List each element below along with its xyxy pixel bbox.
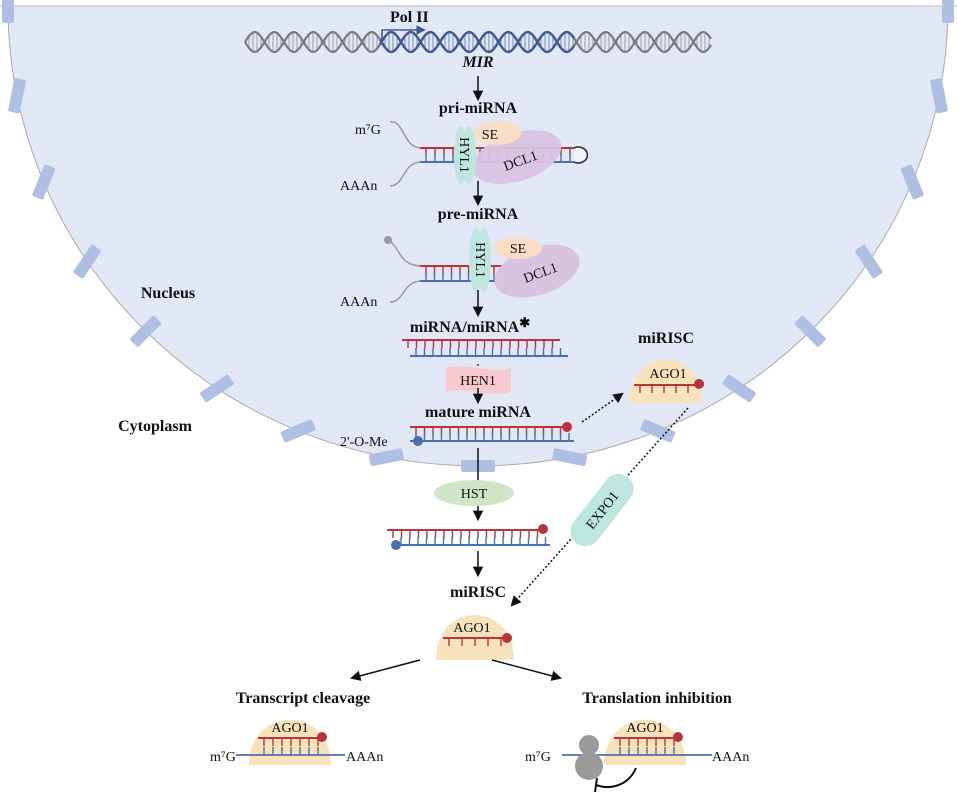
nuclear-pore <box>640 419 676 443</box>
three-prime-tail <box>389 161 423 187</box>
polya-label: AAAn <box>712 750 749 765</box>
ago1-protein <box>630 359 702 403</box>
nuclear-pores <box>2 0 954 472</box>
methyl-group <box>673 732 683 742</box>
cap-label: m⁷G <box>525 750 551 765</box>
nuclear-pore <box>900 164 924 200</box>
inhibition-arrow <box>595 767 637 788</box>
nuclear-pore <box>200 374 234 403</box>
ago1-protein <box>249 720 331 765</box>
se-label: SE <box>482 128 498 143</box>
mirisc-cytoplasm-label: miRISC <box>450 584 506 601</box>
mir-label: MIR <box>461 54 493 71</box>
tss-arrow <box>381 25 426 44</box>
mir-gene-strand <box>378 30 575 54</box>
mir-gene-dna <box>244 30 712 54</box>
hst-protein <box>434 480 514 506</box>
arrow <box>349 659 421 681</box>
expo1-protein <box>570 473 634 547</box>
methyl-group <box>694 379 704 389</box>
methyl-label: 2'-O-Me <box>340 435 388 450</box>
nuclear-pore <box>280 419 316 443</box>
nuclear-pore <box>130 315 162 347</box>
ago1-label: AGO1 <box>453 621 490 636</box>
hyl1-protein <box>477 228 491 292</box>
nuclear-pore <box>855 244 883 279</box>
polya-label: AAAn <box>340 295 377 310</box>
methyl-group <box>538 524 548 534</box>
hyl1-label: HYL1 <box>456 137 471 173</box>
methyl-group <box>562 422 572 432</box>
five-prime-tail <box>387 239 423 267</box>
ago1-label: AGO1 <box>649 367 686 382</box>
ribosome-large-subunit <box>575 752 603 780</box>
polya-label: AAAn <box>346 750 383 765</box>
translation-inhibition-label: Translation inhibition <box>582 690 732 707</box>
methyl-group <box>502 633 512 643</box>
nuclear-pore <box>794 315 826 347</box>
transcript-cleavage-label: Transcript cleavage <box>236 690 370 707</box>
methyl-group <box>391 540 401 550</box>
pri-mirna-label: pri-miRNA <box>439 100 518 117</box>
mature-mirna-label: mature miRNA <box>425 404 531 421</box>
terminal-loop <box>573 146 589 164</box>
methyl-group <box>317 732 327 742</box>
pre-mirna-label: pre-miRNA <box>438 206 519 223</box>
nuclear-pore <box>722 374 756 403</box>
hyl1-label: HYL1 <box>472 242 487 278</box>
polya-label: AAAn <box>340 179 377 194</box>
mir-gene-strand <box>378 30 575 54</box>
ago1-label: AGO1 <box>626 721 663 736</box>
mirisc-nuclear-label: miRISC <box>638 330 694 347</box>
arrow <box>581 392 624 423</box>
inhibition-bar <box>594 777 598 792</box>
hyl1-protein <box>462 126 476 184</box>
cap-label: m⁷G <box>355 123 381 138</box>
five-prime-tail <box>389 121 423 149</box>
methyl-group <box>413 436 423 446</box>
se-protein <box>473 121 521 145</box>
hen1-label: HEN1 <box>460 374 496 389</box>
nuclear-pore <box>552 448 588 467</box>
three-prime-tail <box>389 280 423 303</box>
arrow <box>491 659 563 681</box>
ribosome-small-subunit <box>579 735 599 755</box>
hst-label: HST <box>461 487 488 502</box>
nuclear-pore <box>8 78 26 114</box>
se-label: SE <box>510 242 526 257</box>
hen1-protein <box>446 366 511 394</box>
ago1-label: AGO1 <box>271 721 308 736</box>
nuclear-pore <box>930 78 948 114</box>
nuclear-pore <box>73 244 101 279</box>
nuclear-pore <box>942 0 954 23</box>
duplex-label: miRNA/miRNA✱ <box>410 315 530 336</box>
nuclear-pore <box>2 0 14 23</box>
se-protein <box>494 237 542 259</box>
cytoplasm-label: Cytoplasm <box>118 418 192 435</box>
nucleus-label: Nucleus <box>141 285 195 302</box>
cap-label: m⁷G <box>210 750 236 765</box>
nuclear-pore <box>32 164 56 200</box>
pol2-label: Pol II <box>390 9 429 26</box>
nuclear-pore <box>368 448 404 467</box>
